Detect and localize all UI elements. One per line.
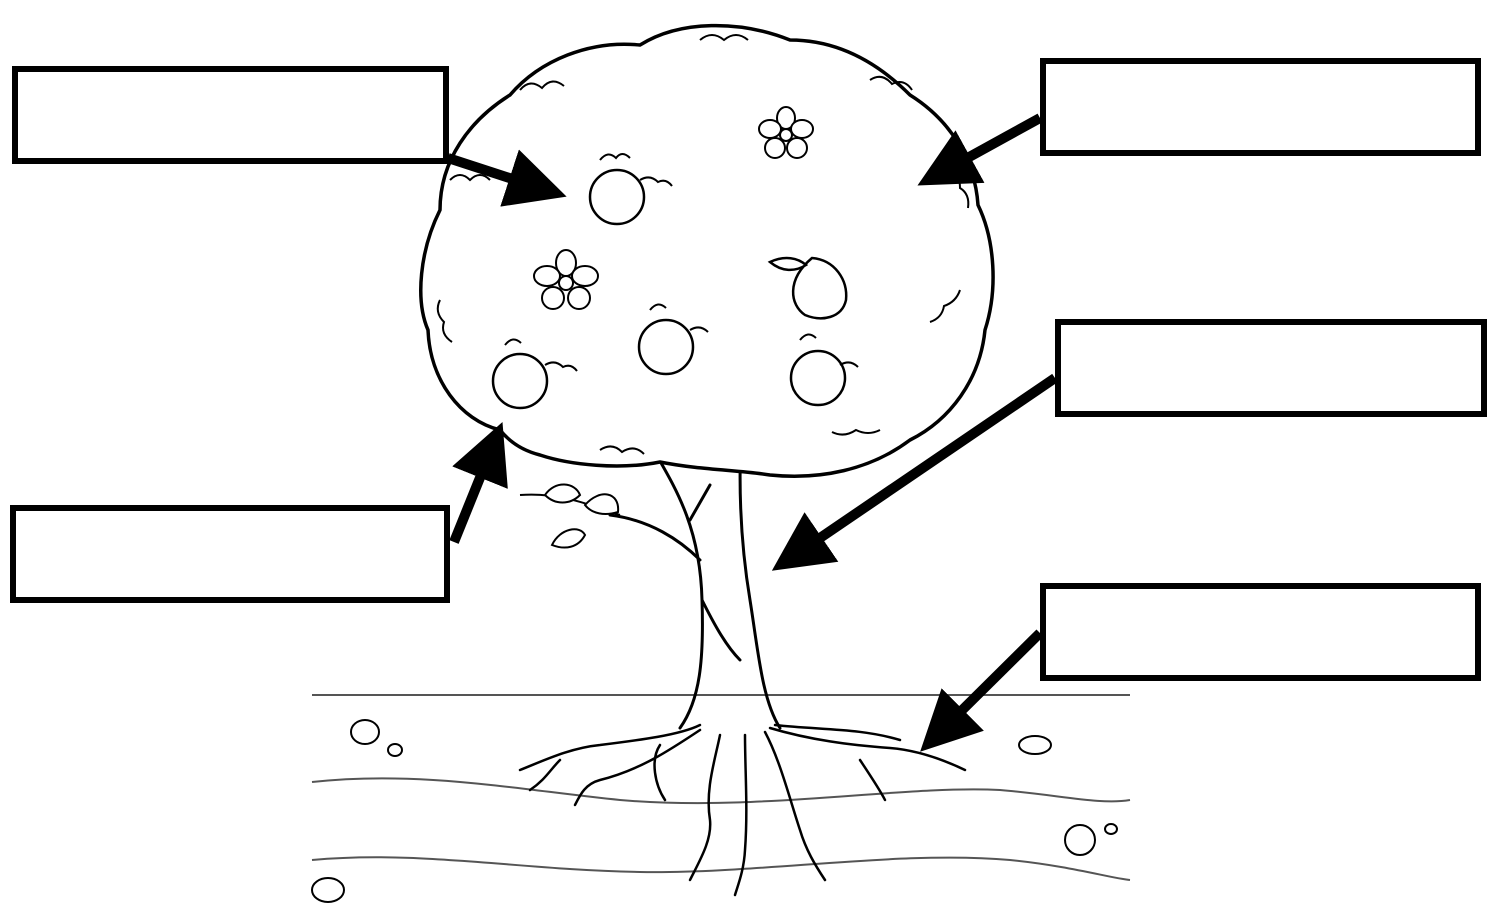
ground — [312, 695, 1130, 880]
branch-label-box[interactable] — [10, 505, 450, 603]
canopy-drawing — [421, 26, 993, 477]
leaves-label-box[interactable] — [1040, 58, 1481, 156]
roots-label-box[interactable] — [1040, 583, 1481, 681]
fruit-label-box[interactable] — [12, 66, 449, 164]
side-branch-drawing — [520, 484, 620, 547]
trunk-label-box[interactable] — [1055, 319, 1487, 417]
arrow-to-roots — [940, 633, 1040, 732]
arrow-to-branch — [454, 448, 492, 542]
pebbles — [312, 720, 1117, 902]
